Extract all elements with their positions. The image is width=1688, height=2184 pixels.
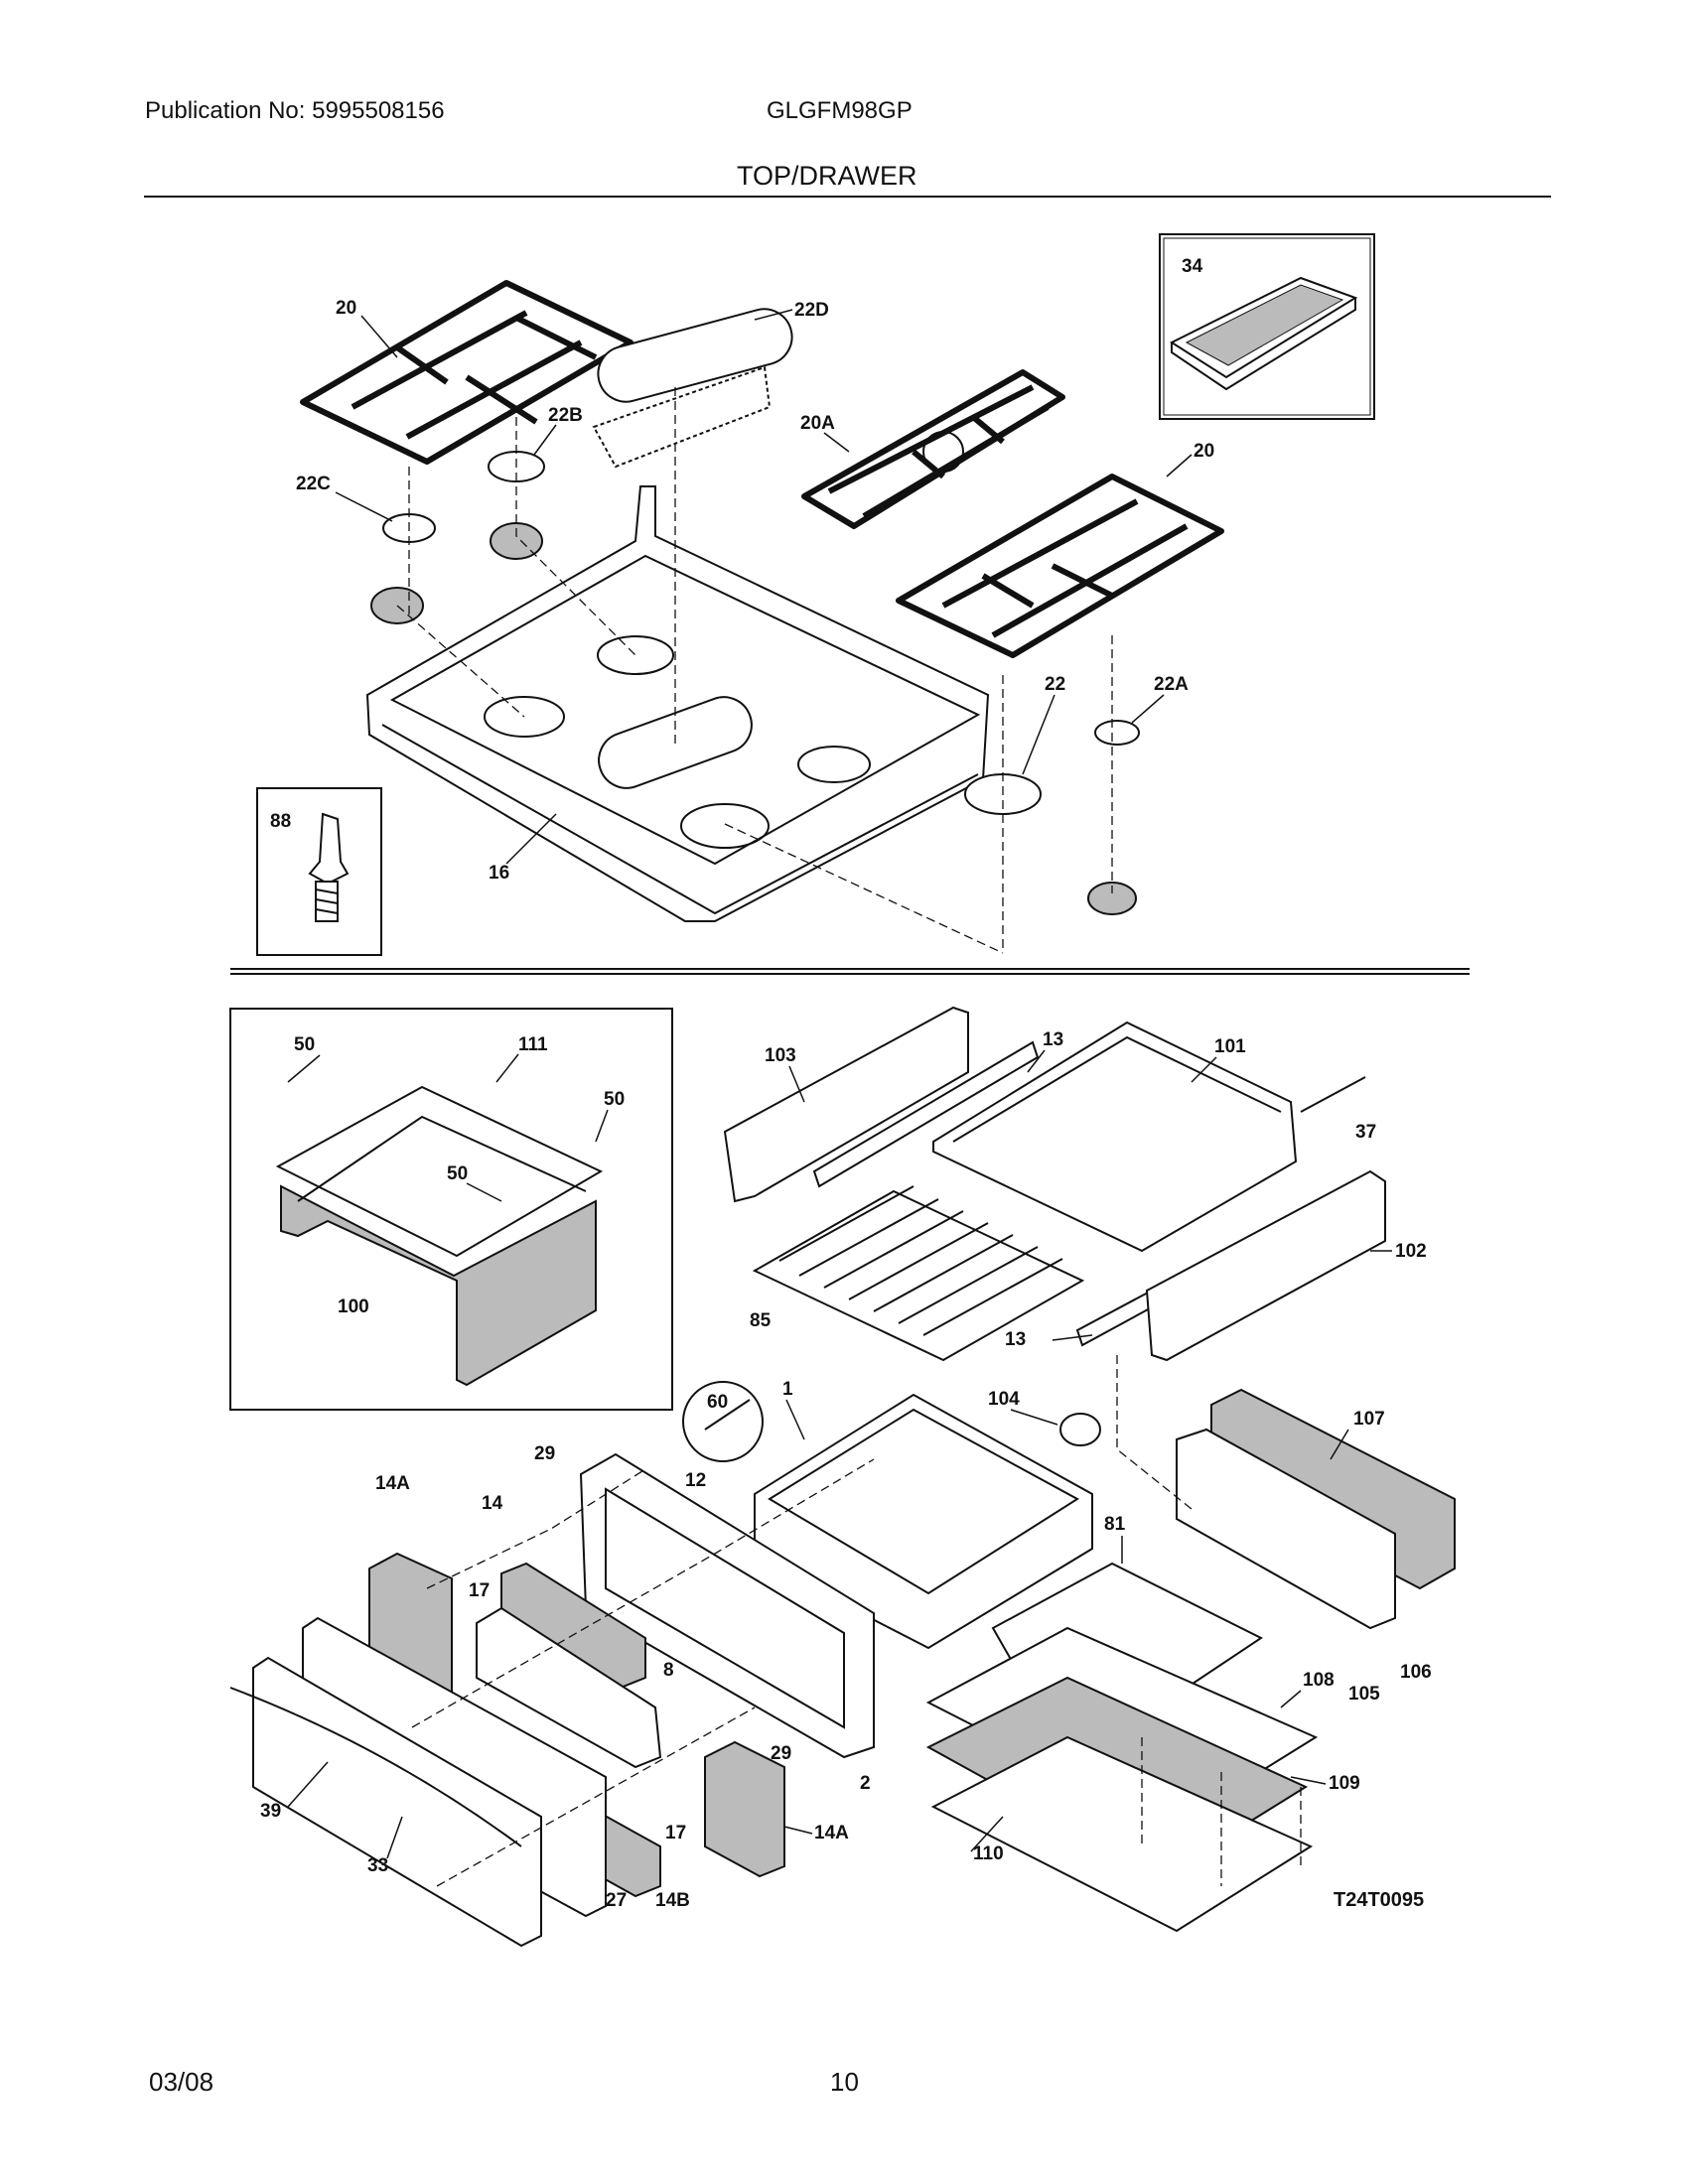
callout-109: 109 <box>1329 1773 1360 1794</box>
grate-part-center <box>801 369 1065 529</box>
rack-part <box>752 1185 1085 1362</box>
side-panel-right <box>1145 1169 1386 1362</box>
footer-page-number: 10 <box>830 2067 859 2097</box>
callout-33: 33 <box>367 1855 388 1876</box>
callout-13a: 13 <box>1043 1029 1063 1050</box>
callout-16: 16 <box>489 863 509 884</box>
callout-27: 27 <box>606 1890 627 1911</box>
callout-50a: 50 <box>294 1034 315 1055</box>
callout-101: 101 <box>1214 1036 1246 1057</box>
probe-part <box>1300 1076 1366 1113</box>
callout-60: 60 <box>707 1392 728 1413</box>
callout-22c: 22C <box>296 474 331 494</box>
screw-callout-circle <box>682 1381 764 1462</box>
assembly-lines-bottom <box>411 1355 1302 1887</box>
callout-14B: 14B <box>655 1890 690 1911</box>
callout-20a: 20 <box>336 298 356 319</box>
drawer-handle-39 <box>229 1687 522 1847</box>
callout-103: 103 <box>765 1045 796 1066</box>
top-panel-part <box>932 1021 1298 1253</box>
grate-part-right <box>896 474 1224 658</box>
griddle-part <box>1169 276 1358 391</box>
callout-13b: 13 <box>1005 1329 1026 1350</box>
callout-14A-upper: 14A <box>375 1473 410 1494</box>
callout-107: 107 <box>1353 1409 1385 1430</box>
callout-20b: 20 <box>1194 441 1214 462</box>
callout-106: 106 <box>1400 1662 1432 1683</box>
diagram-code: T24T0095 <box>1334 1889 1424 1911</box>
insulation-14A-lower <box>704 1740 785 1878</box>
drawer-inset-box <box>229 1008 673 1411</box>
leader-lines <box>287 309 1392 1859</box>
callout-104: 104 <box>988 1389 1020 1410</box>
drawer-front-33 <box>252 1656 542 1948</box>
callout-105: 105 <box>1348 1684 1380 1705</box>
callout-29b: 29 <box>771 1743 791 1764</box>
callout-37: 37 <box>1355 1122 1376 1143</box>
model-number: GLGFM98GP <box>767 97 913 124</box>
drawer-bracket-part <box>476 1606 662 1769</box>
griddle-cover-part <box>592 308 793 469</box>
side-panel-left <box>723 1006 969 1203</box>
callout-39: 39 <box>260 1801 281 1822</box>
callout-100: 100 <box>338 1297 369 1317</box>
callout-88: 88 <box>270 811 291 832</box>
callout-17b: 17 <box>665 1823 686 1843</box>
assembly-lines-top <box>396 387 1113 954</box>
back-panel-105 <box>1176 1428 1396 1630</box>
section-title: TOP/DRAWER <box>737 161 917 191</box>
drawer-liner-part <box>754 1393 1093 1650</box>
callout-102: 102 <box>1395 1241 1427 1262</box>
callout-20A: 20A <box>800 413 835 434</box>
callout-22b: 22B <box>548 405 583 426</box>
knob-part <box>1059 1413 1101 1446</box>
bottom-plate-110 <box>930 1735 1314 1933</box>
screw-inset-box <box>256 787 382 956</box>
screw-part <box>308 812 350 922</box>
callout-110: 110 <box>973 1843 1004 1864</box>
grate-part-left <box>300 280 633 465</box>
callout-14: 14 <box>482 1493 503 1514</box>
callout-labels: 20 22D 34 22B 20A 22C 20 22 22A 88 16 50… <box>260 256 1432 1911</box>
callout-29a: 29 <box>534 1443 555 1464</box>
callout-8: 8 <box>663 1660 674 1681</box>
callout-22d: 22D <box>794 300 829 321</box>
griddle-inset-box <box>1159 233 1375 420</box>
callout-50c: 50 <box>447 1163 468 1184</box>
burner-caps <box>370 451 1140 915</box>
cooktop-part <box>365 485 990 922</box>
rail-upper <box>812 1040 1040 1188</box>
drawer-top-inset-parts <box>275 1085 604 1387</box>
callout-12: 12 <box>685 1470 706 1491</box>
publication-number: Publication No: 5995508156 <box>145 97 445 124</box>
callout-1: 1 <box>782 1379 793 1400</box>
callout-14A-lower: 14A <box>814 1823 849 1843</box>
callout-22A: 22A <box>1154 674 1189 695</box>
callout-111: 111 <box>518 1034 548 1055</box>
callout-22: 22 <box>1045 674 1065 695</box>
callout-50b: 50 <box>604 1089 625 1110</box>
callout-81: 81 <box>1104 1514 1126 1535</box>
callout-85: 85 <box>750 1310 772 1331</box>
callout-2: 2 <box>860 1773 871 1794</box>
callout-17a: 17 <box>469 1580 490 1601</box>
footer-date: 03/08 <box>149 2067 214 2097</box>
callout-34: 34 <box>1182 256 1203 277</box>
callout-108: 108 <box>1303 1670 1335 1691</box>
